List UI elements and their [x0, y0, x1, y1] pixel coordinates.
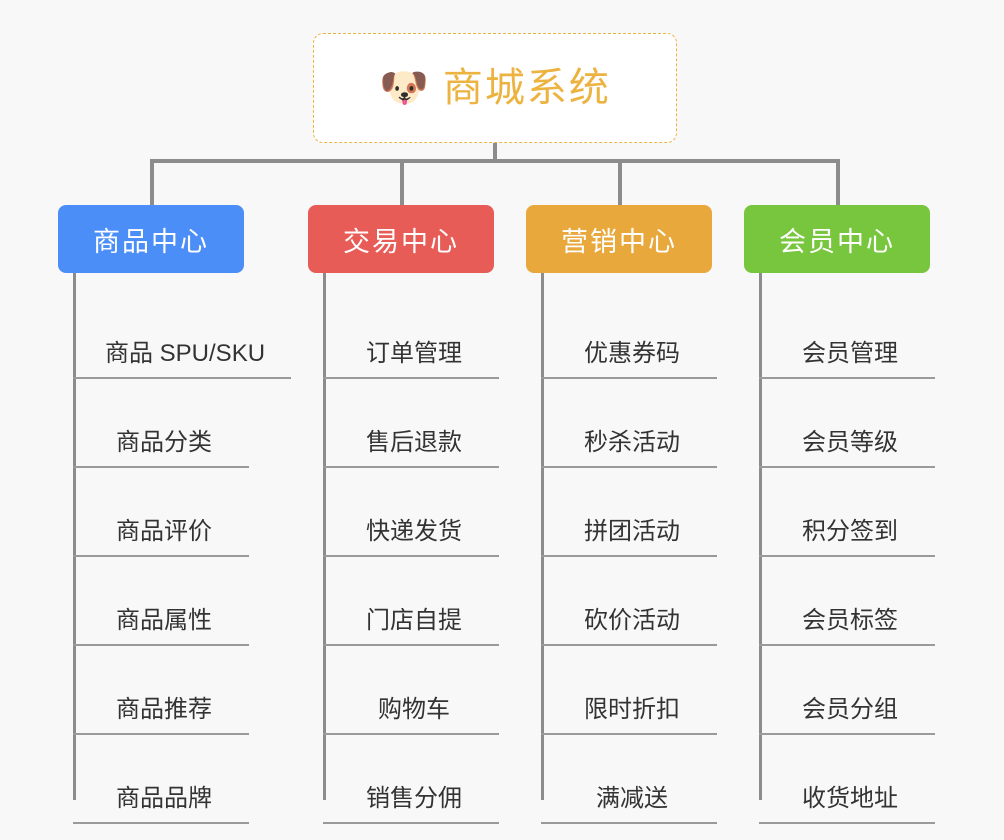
leaf-item[interactable]: 门店自提 — [323, 557, 499, 646]
connector-drop-1 — [150, 159, 154, 205]
leaf-item[interactable]: 购物车 — [323, 646, 499, 735]
leaf-item[interactable]: 会员分组 — [759, 646, 935, 735]
leaf-label: 商品 SPU/SKU — [101, 342, 292, 379]
leaf-label: 门店自提 — [351, 609, 499, 646]
leaf-label: 砍价活动 — [569, 609, 717, 646]
leaf-item[interactable]: 快递发货 — [323, 468, 499, 557]
leaf-item[interactable]: 砍价活动 — [541, 557, 717, 646]
leaf-label: 积分签到 — [787, 520, 935, 557]
leaf-item[interactable]: 优惠券码 — [541, 290, 717, 379]
leaf-label: 会员标签 — [787, 609, 935, 646]
connector-horizontal-bar — [150, 159, 840, 163]
category-title-2: 交易中心 — [343, 226, 459, 257]
branch-body-3: 优惠券码 秒杀活动 拼团活动 砍价活动 限时折扣 满减送 — [541, 273, 717, 824]
leaf-item[interactable]: 商品推荐 — [73, 646, 291, 735]
leaf-label: 会员分组 — [787, 698, 935, 735]
connector-drop-2 — [400, 159, 404, 205]
branch-body-1: 商品 SPU/SKU 商品分类 商品评价 商品属性 商品推荐 商品品牌 — [73, 273, 292, 824]
leaf-label: 满减送 — [569, 787, 717, 824]
leaf-item[interactable]: 会员等级 — [759, 379, 935, 468]
leaf-item[interactable]: 商品评价 — [73, 468, 291, 557]
leaf-label: 秒杀活动 — [569, 431, 717, 468]
connector-root-stem — [493, 143, 497, 162]
leaf-item[interactable]: 限时折扣 — [541, 646, 717, 735]
leaf-item[interactable]: 拼团活动 — [541, 468, 717, 557]
branch-spine-4 — [759, 273, 762, 800]
leaf-item[interactable]: 商品品牌 — [73, 735, 291, 824]
dog-face-icon: 🐶 — [379, 66, 429, 110]
category-card-2[interactable]: 交易中心 — [308, 205, 494, 273]
branch-spine-2 — [323, 273, 326, 800]
leaf-item[interactable]: 积分签到 — [759, 468, 935, 557]
leaf-label: 会员等级 — [787, 431, 935, 468]
leaf-label: 收货地址 — [787, 787, 935, 824]
category-card-3[interactable]: 营销中心 — [526, 205, 712, 273]
leaf-label: 会员管理 — [787, 342, 935, 379]
branch-body-4: 会员管理 会员等级 积分签到 会员标签 会员分组 收货地址 — [759, 273, 935, 824]
category-card-1[interactable]: 商品中心 — [58, 205, 244, 273]
leaf-label: 销售分佣 — [351, 787, 499, 824]
branch-body-2: 订单管理 售后退款 快递发货 门店自提 购物车 销售分佣 — [323, 273, 499, 824]
root-node[interactable]: 🐶 商城系统 — [313, 33, 677, 143]
leaf-label: 商品评价 — [101, 520, 249, 557]
leaf-label: 优惠券码 — [569, 342, 717, 379]
connector-drop-4 — [836, 159, 840, 205]
branch-column-2: 交易中心 订单管理 售后退款 快递发货 门店自提 购物车 销售分佣 — [308, 205, 499, 824]
leaf-item[interactable]: 商品 SPU/SKU — [73, 290, 292, 379]
category-card-4[interactable]: 会员中心 — [744, 205, 930, 273]
leaf-label: 商品品牌 — [101, 787, 249, 824]
leaf-item[interactable]: 收货地址 — [759, 735, 935, 824]
leaf-item[interactable]: 会员标签 — [759, 557, 935, 646]
leaf-item[interactable]: 商品属性 — [73, 557, 291, 646]
leaf-item[interactable]: 秒杀活动 — [541, 379, 717, 468]
leaf-label: 订单管理 — [351, 342, 499, 379]
leaf-label: 购物车 — [351, 698, 499, 735]
branch-spine-3 — [541, 273, 544, 800]
leaf-item[interactable]: 满减送 — [541, 735, 717, 824]
leaf-label: 商品属性 — [101, 609, 249, 646]
category-title-1: 商品中心 — [93, 226, 209, 257]
leaf-item[interactable]: 销售分佣 — [323, 735, 499, 824]
category-title-3: 营销中心 — [561, 226, 677, 257]
leaf-item[interactable]: 商品分类 — [73, 379, 291, 468]
branch-spine-1 — [73, 273, 76, 800]
leaf-label: 限时折扣 — [569, 698, 717, 735]
leaf-item[interactable]: 订单管理 — [323, 290, 499, 379]
root-title: 商城系统 — [442, 66, 611, 110]
leaf-label: 快递发货 — [351, 520, 499, 557]
branch-column-4: 会员中心 会员管理 会员等级 积分签到 会员标签 会员分组 收货地址 — [744, 205, 935, 824]
category-title-4: 会员中心 — [779, 226, 895, 257]
leaf-item[interactable]: 会员管理 — [759, 290, 935, 379]
leaf-label: 售后退款 — [351, 431, 499, 468]
leaf-label: 商品分类 — [101, 431, 249, 468]
branch-column-1: 商品中心 商品 SPU/SKU 商品分类 商品评价 商品属性 商品推荐 商品品牌 — [58, 205, 292, 824]
branch-column-3: 营销中心 优惠券码 秒杀活动 拼团活动 砍价活动 限时折扣 满减送 — [526, 205, 717, 824]
leaf-label: 商品推荐 — [101, 698, 249, 735]
leaf-item[interactable]: 售后退款 — [323, 379, 499, 468]
connector-drop-3 — [618, 159, 622, 205]
leaf-label: 拼团活动 — [569, 520, 717, 557]
